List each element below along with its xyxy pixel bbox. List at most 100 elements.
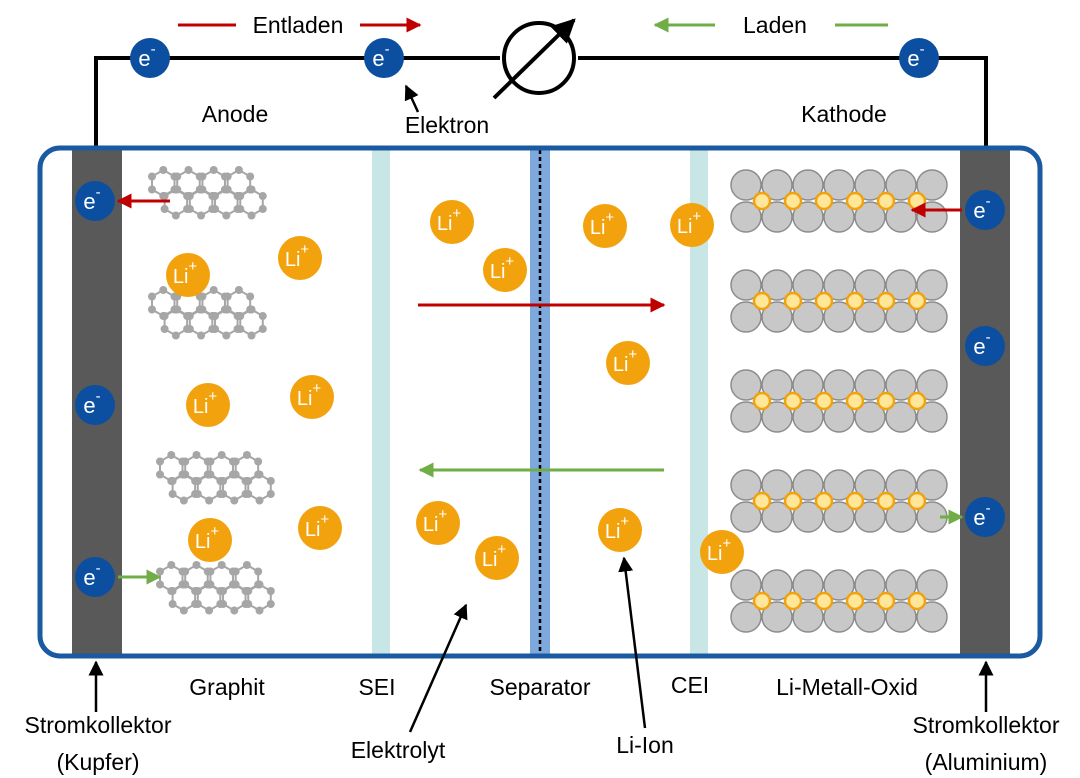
carbon-atom: [246, 172, 255, 181]
carbon-atom: [236, 192, 245, 200]
lithium-site: [845, 591, 865, 611]
carbon-atom: [247, 331, 256, 340]
lithium-site: [907, 291, 927, 311]
copper-collector-label: Stromkollektor: [25, 712, 172, 738]
carbon-atom: [148, 292, 156, 301]
carbon-atom: [266, 600, 275, 608]
oxide-atom: [761, 169, 793, 201]
carbon-atom: [168, 477, 177, 485]
carbon-atom: [171, 331, 180, 340]
carbon-atom: [173, 172, 182, 181]
oxide-atom: [823, 569, 855, 601]
carbon-atom: [219, 490, 228, 498]
svg-text:e-: e-: [973, 329, 990, 359]
carbon-atom: [236, 325, 245, 333]
lithium-site: [752, 491, 772, 511]
oxide-atom: [730, 301, 762, 333]
carbon-atom: [198, 172, 207, 181]
lithium-site: [783, 491, 803, 511]
oxide-atom: [823, 201, 855, 233]
electron-particle: e-: [965, 326, 1005, 366]
carbon-atom: [205, 580, 214, 589]
oxide-atom: [885, 401, 917, 433]
carbon-atom: [230, 496, 239, 505]
sei-layer: [372, 150, 390, 655]
svg-text:Li+: Li+: [707, 535, 732, 565]
oxide-atom: [885, 269, 917, 301]
electron-particle: e-: [75, 385, 115, 425]
lithium-site: [783, 191, 803, 211]
oxide-atom: [761, 469, 793, 501]
lithium-site: [814, 391, 834, 411]
lithium-site: [814, 291, 834, 311]
carbon-atom: [223, 292, 232, 301]
carbon-atom: [181, 567, 190, 576]
carbon-atom: [168, 600, 177, 608]
carbon-atom: [230, 580, 239, 589]
sei-label: SEI: [358, 674, 395, 700]
carbon-atom: [230, 606, 239, 615]
carbon-atom: [148, 305, 156, 314]
oxide-atom: [854, 301, 886, 333]
carbon-atom: [255, 470, 264, 479]
carbon-atom: [246, 292, 255, 301]
lithium-site: [907, 191, 927, 211]
oxide-atom: [761, 301, 793, 333]
particles: e-e-e-e-e-e-e-e-e-Li+Li+Li+Li+Li+Li+Li+L…: [75, 38, 1005, 597]
lithium-site: [876, 391, 896, 411]
oxide-atom: [885, 169, 917, 201]
current-collector-aluminium: [960, 148, 1010, 656]
oxide-atom: [792, 369, 824, 401]
carbon-atom: [167, 451, 176, 459]
carbon-atom: [156, 457, 164, 466]
carbon-atom: [206, 457, 215, 466]
lithium-site: [814, 591, 834, 611]
oxide-atom: [854, 169, 886, 201]
carbon-atom: [185, 312, 194, 320]
carbon-atom: [242, 451, 251, 459]
lithium-ion-particle: Li+: [166, 253, 210, 297]
carbon-atom: [219, 587, 228, 595]
svg-text:e-: e-: [83, 184, 100, 214]
lithium-site: [783, 291, 803, 311]
carbon-atom: [179, 580, 188, 589]
svg-text:Li+: Li+: [605, 513, 630, 543]
oxide-atom: [916, 301, 948, 333]
lithium-site: [783, 591, 803, 611]
lithium-ion-particle: Li+: [290, 375, 334, 419]
carbon-atom: [159, 286, 168, 294]
lithium-ion-particle: Li+: [188, 518, 232, 562]
oxide-atom: [730, 401, 762, 433]
oxide-atom: [823, 301, 855, 333]
oxide-atom: [854, 369, 886, 401]
lithium-site: [907, 391, 927, 411]
lithium-site: [907, 591, 927, 611]
oxide-atom: [730, 169, 762, 201]
lithium-ion-particle: Li+: [298, 506, 342, 550]
graphite-layers: [148, 166, 275, 615]
anode-label: Anode: [202, 101, 269, 127]
svg-text:Li+: Li+: [423, 506, 448, 536]
oxide-atom: [885, 469, 917, 501]
carbon-atom: [254, 567, 263, 576]
carbon-atom: [266, 477, 275, 485]
lithium-site: [752, 291, 772, 311]
carbon-atom: [236, 312, 245, 320]
oxide-atom: [761, 501, 793, 533]
carbon-atom: [192, 451, 201, 459]
svg-text:Li+: Li+: [305, 511, 330, 541]
carbon-atom: [255, 580, 264, 589]
carbon-atom: [266, 587, 275, 595]
oxide-atom: [823, 469, 855, 501]
lithium-ion-particle: Li+: [475, 536, 519, 580]
carbon-atom: [247, 185, 256, 194]
pointer-arrow-icon: [618, 556, 647, 729]
svg-text:Li+: Li+: [490, 253, 515, 283]
svg-text:Li+: Li+: [173, 258, 198, 288]
carbon-atom: [222, 305, 231, 314]
carbon-atom: [242, 561, 251, 569]
lithium-ion-particle: Li+: [670, 203, 714, 247]
carbon-atom: [258, 325, 267, 333]
pointer-arrow-icon: [408, 603, 468, 733]
oxide-atom: [730, 469, 762, 501]
